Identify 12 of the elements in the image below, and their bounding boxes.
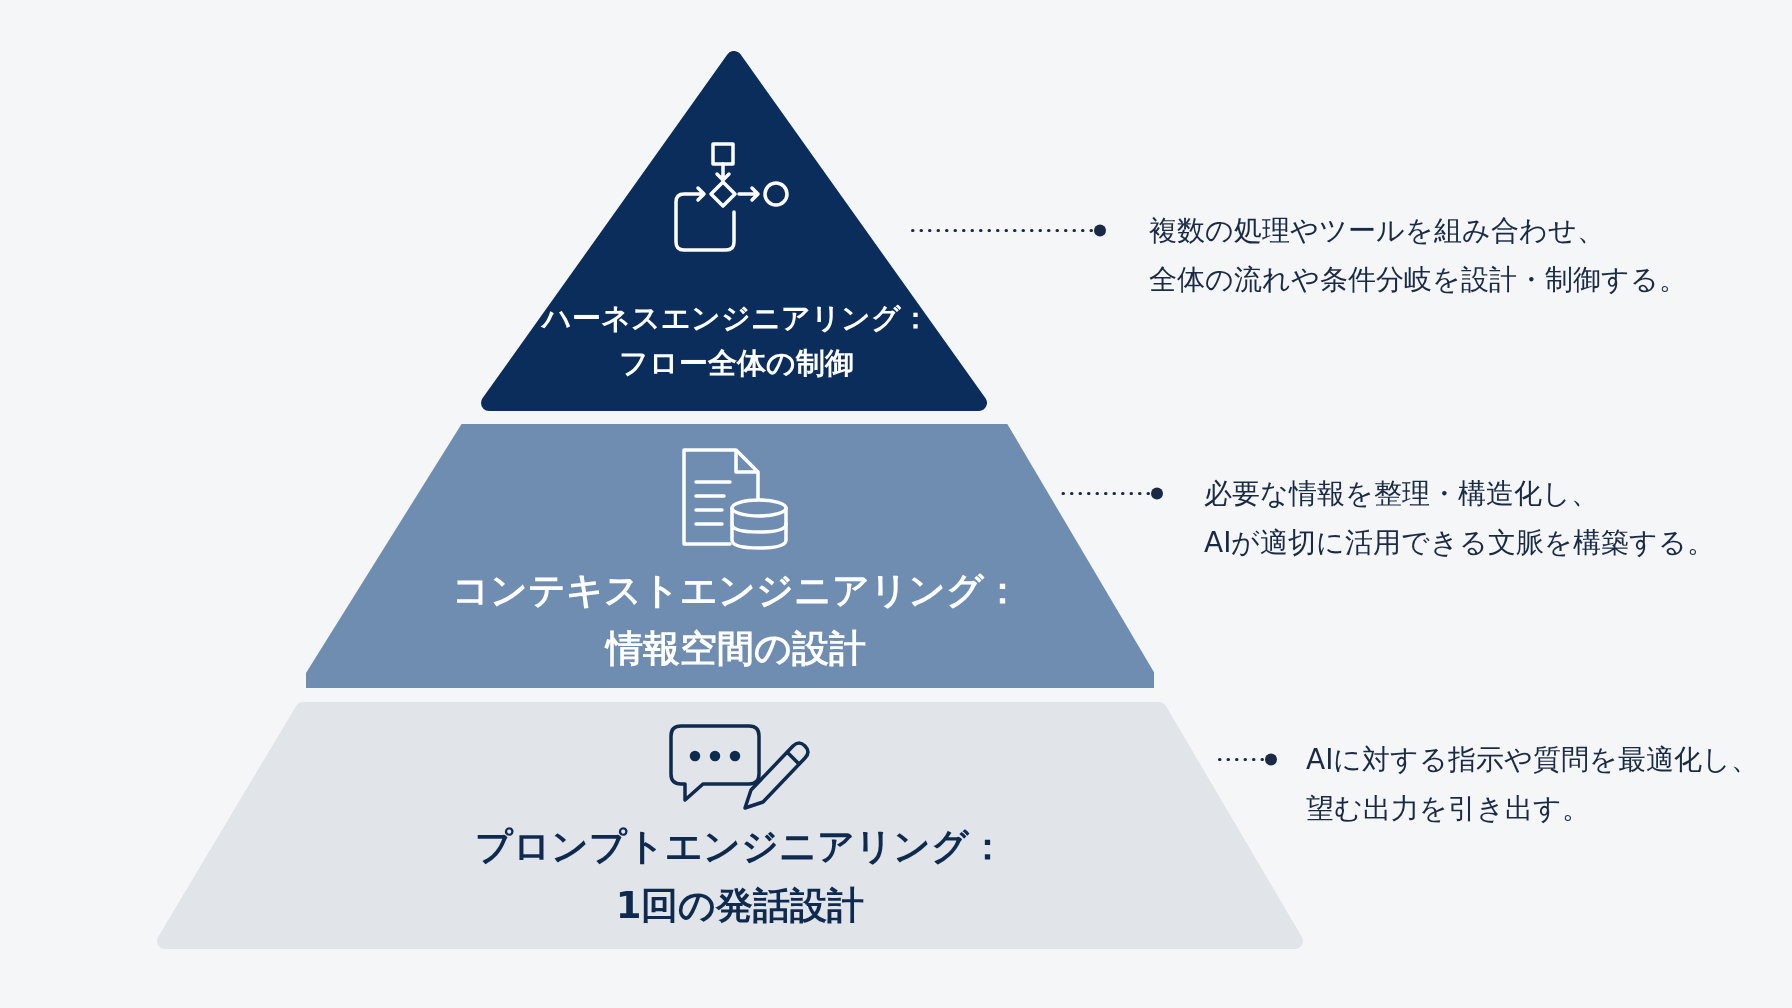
tier-heading: 情報空間の設計 xyxy=(606,627,866,671)
description-text: 全体の流れや条件分岐を設計・制御する。 xyxy=(1149,263,1687,296)
tier-heading: プロンプトエンジニアリング： xyxy=(474,825,1006,869)
tier-heading: 1回の発話設計 xyxy=(615,884,865,928)
description-text: 複数の処理やツールを組み合わせ、 xyxy=(1149,214,1605,247)
tier-heading: フロー全体の制御 xyxy=(618,345,854,380)
description-text: 望む出力を引き出す。 xyxy=(1306,792,1590,825)
description-text: 必要な情報を整理・構造化し、 xyxy=(1204,477,1599,510)
tier-heading: ハーネスエンジニアリング： xyxy=(542,300,930,335)
tier-heading: コンテキストエンジニアリング： xyxy=(451,569,1021,613)
description-text: AIが適切に活用できる文脈を構築する。 xyxy=(1204,526,1716,559)
description-text: AIに対する指示や質問を最適化し、 xyxy=(1306,743,1760,776)
